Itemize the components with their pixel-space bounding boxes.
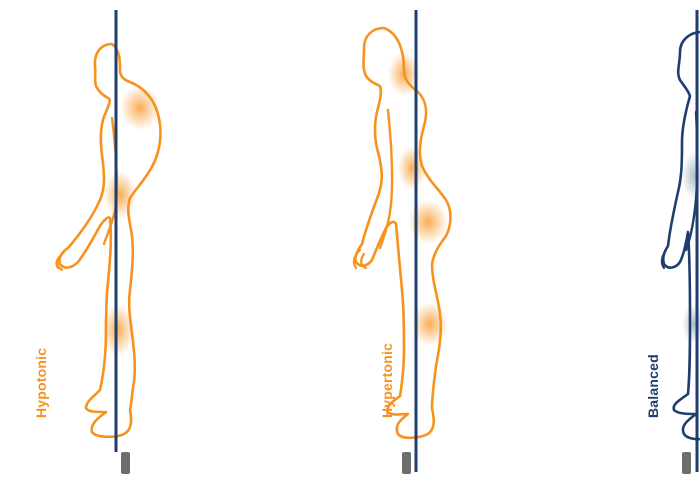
label-hypertonic: Hypertonic (379, 343, 395, 418)
label-hypotonic: Hypotonic (33, 348, 49, 418)
label-balanced: Balanced (645, 354, 661, 418)
figure-hypertonic (354, 10, 451, 474)
ground-marker-balanced (682, 452, 691, 474)
stress-area-glute (408, 200, 448, 244)
figure-hypotonic (56, 10, 160, 474)
ground-marker-hypotonic (121, 452, 130, 474)
ground-marker-hypertonic (402, 452, 411, 474)
stress-area-upper-back (120, 86, 160, 130)
body-outline-balanced (663, 32, 700, 439)
figure-balanced (662, 10, 700, 474)
